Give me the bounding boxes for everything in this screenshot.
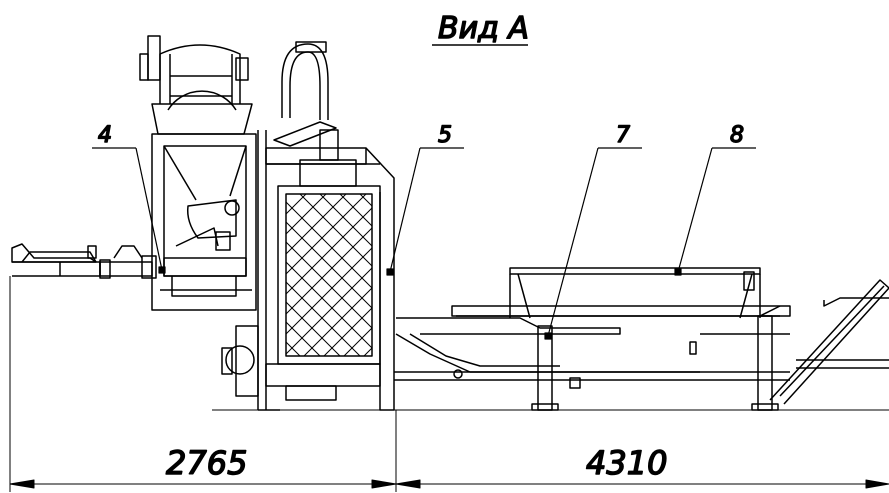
dimension-lines: [9, 276, 889, 492]
callout-4-label: 4: [98, 123, 112, 148]
press-mesh: [285, 193, 373, 357]
dimension-4310: 4310: [586, 444, 667, 482]
tow-hitch: [11, 243, 157, 279]
view-title: Вид А: [438, 11, 529, 46]
callout-8-label: 8: [730, 123, 744, 148]
inclined-conveyor: [769, 279, 889, 405]
press-frame: [221, 41, 395, 411]
discharge-frame: [394, 317, 790, 411]
callout-7-label: 7: [616, 123, 630, 148]
dimension-2765: 2765: [166, 444, 247, 482]
callout-leaders: [92, 147, 756, 340]
conveyor-table: [451, 267, 791, 411]
feeder-hopper: [139, 35, 257, 311]
callout-5-label: 5: [438, 123, 452, 148]
